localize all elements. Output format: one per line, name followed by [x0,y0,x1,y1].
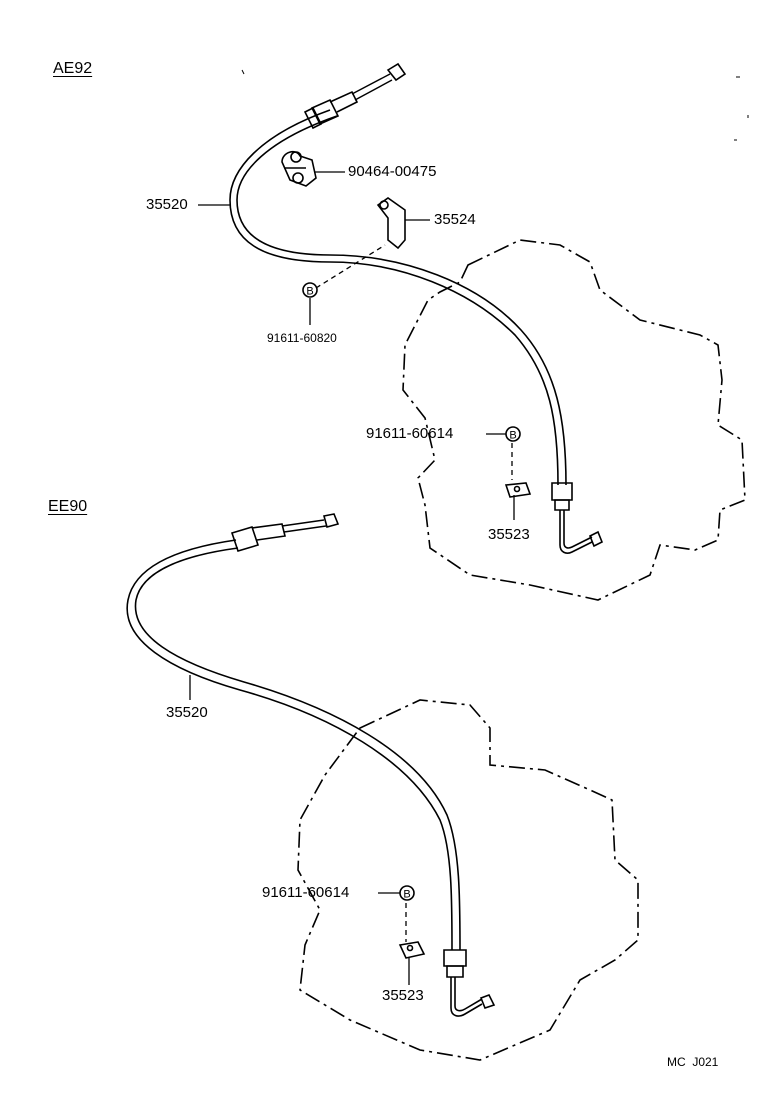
upper-cable [229,62,604,554]
svg-text:B: B [509,430,516,442]
part-label-35520-lower: 35520 [166,704,208,721]
svg-text:B: B [306,286,313,298]
bolt-marker-upper: B [505,426,521,442]
footer-code: MC J021 [667,1055,719,1069]
upper-plate [504,482,532,498]
section-label-ae92: AE92 [53,60,93,77]
svg-text:B: B [403,889,410,901]
part-label-35524: 35524 [434,211,476,228]
part-label-35520-upper: 35520 [146,196,188,213]
part-label-90464-00475: 90464-00475 [348,163,437,180]
upper-bracket [376,197,406,250]
scan-specks [241,69,749,141]
part-label-35523-lower: 35523 [382,987,424,1004]
part-label-91611-60614-upper: 91611-60614 [366,425,454,442]
lower-transmission-outline [297,699,639,1061]
upper-clamp [281,150,317,187]
dashed-leaders [315,244,513,942]
lower-plate [398,941,426,959]
part-label-35523-upper: 35523 [488,526,530,543]
lower-cable [126,513,496,1017]
bolt-marker-lower: B [399,885,415,901]
part-label-91611-60614-lower: 91611-60614 [262,884,350,901]
part-label-91611-60820: 91611-60820 [267,331,337,345]
upper-transmission-outline [402,239,746,601]
leader-lines [189,171,515,985]
bolt-marker-upper-small: B [302,282,318,298]
section-label-ee90: EE90 [48,498,88,515]
